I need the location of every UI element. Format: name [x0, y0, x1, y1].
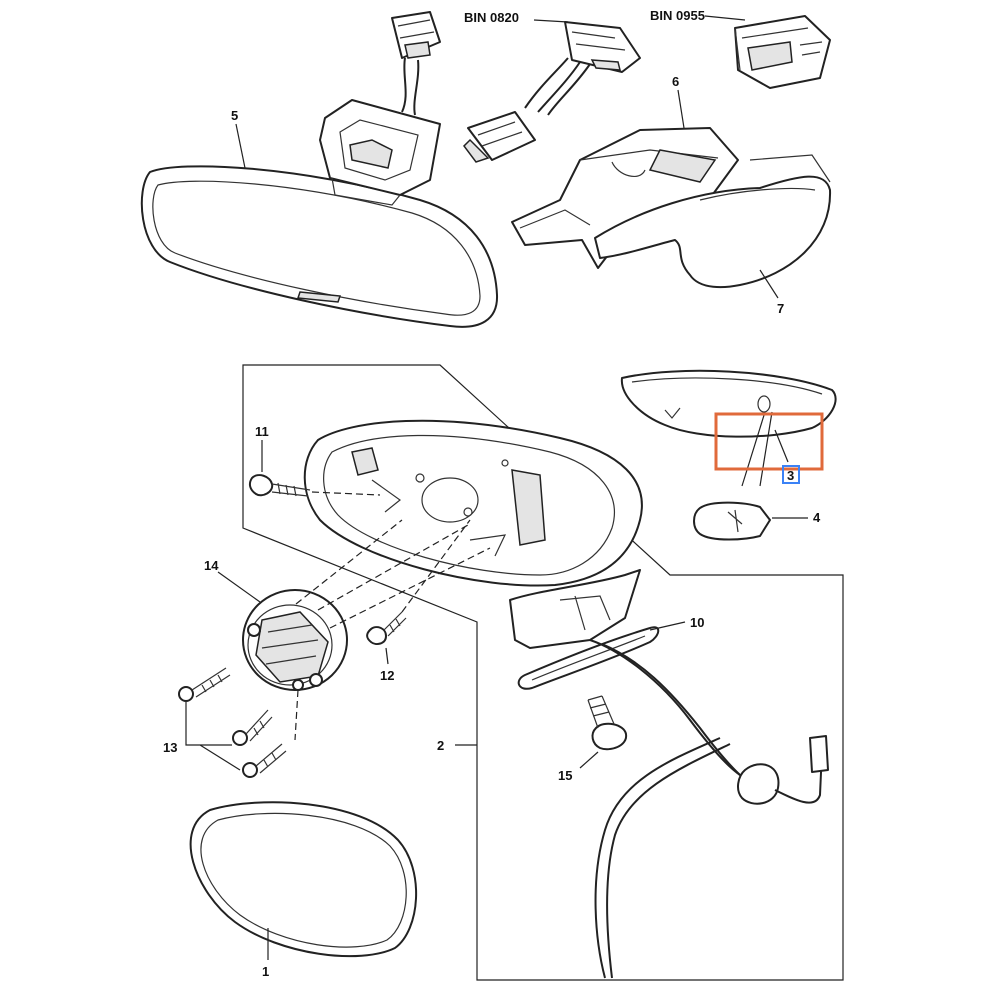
- label-part-4: 4: [813, 510, 821, 525]
- bin-0955-leader-line: [704, 15, 746, 21]
- label-part-2: 2: [437, 738, 444, 753]
- part-6-mount-cover[interactable]: [511, 127, 739, 269]
- label-part-3: 3: [787, 468, 794, 483]
- part-5-connector-cable[interactable]: [391, 11, 441, 116]
- part-3-leader-line-3: [774, 429, 789, 463]
- part-10-leader-line: [649, 621, 686, 631]
- part-5-leader-line: [235, 123, 246, 169]
- part-15-bolt[interactable]: [587, 695, 628, 751]
- label-part-5: 5: [231, 108, 238, 123]
- part-12-screw[interactable]: [366, 611, 407, 645]
- part-14-alignment-line-1: [295, 519, 403, 605]
- label-part-14: 14: [204, 558, 219, 573]
- label-part-11: 11: [255, 424, 269, 439]
- label-part-7: 7: [777, 301, 784, 316]
- part-7-leader-line: [759, 269, 779, 299]
- part-14-motor-actuator[interactable]: [242, 589, 348, 691]
- part-7-shroud[interactable]: [594, 154, 832, 289]
- part-13-leader-lines: [185, 702, 241, 771]
- part-13-screw-1[interactable]: [178, 667, 231, 702]
- label-part-15: 15: [558, 768, 572, 783]
- label-part-1: 1: [262, 964, 269, 979]
- highlight-box-part-3: [714, 412, 824, 471]
- part-14-alignment-line-4: [294, 689, 299, 741]
- mirror-arm-base[interactable]: [509, 569, 641, 649]
- part-12-alignment-line: [401, 519, 471, 613]
- label-bin-0955: BIN 0955: [650, 8, 705, 23]
- part-13-screw-2[interactable]: [232, 709, 273, 746]
- label-bin-0820: BIN 0820: [464, 10, 519, 25]
- part-13-screw-3[interactable]: [242, 743, 287, 778]
- label-part-13: 13: [163, 740, 177, 755]
- part-1-mirror-glass[interactable]: [189, 801, 417, 958]
- part-11-alignment-line: [311, 491, 381, 496]
- bin-0820-leader-line: [533, 19, 569, 23]
- part-15-leader-line: [579, 751, 599, 769]
- label-part-12: 12: [380, 668, 394, 683]
- part-11-screw[interactable]: [248, 474, 311, 497]
- door-mirror-housing[interactable]: [303, 419, 643, 587]
- part-5-interior-mirror[interactable]: [140, 165, 499, 328]
- part-10-gasket[interactable]: [517, 626, 660, 690]
- part-5-mount-bracket[interactable]: [319, 99, 441, 206]
- part-3-puddle-lamp-lens[interactable]: [620, 369, 837, 438]
- part-12-leader-line: [385, 647, 389, 665]
- part-14-alignment-line-2: [317, 524, 469, 611]
- selected-label-box-part-3: [782, 465, 800, 484]
- part-4-bulb[interactable]: [693, 501, 771, 541]
- label-part-6: 6: [672, 74, 679, 89]
- part-14-alignment-line-3: [329, 547, 491, 629]
- part-3-leader-line-2: [759, 411, 773, 487]
- harness-bin-0820[interactable]: [463, 21, 641, 163]
- mirror-harness-cable[interactable]: [589, 639, 829, 979]
- label-part-10: 10: [690, 615, 704, 630]
- part-14-leader-line: [217, 571, 261, 603]
- part-3-leader-line: [741, 411, 766, 487]
- part-6-leader-line: [677, 89, 685, 129]
- module-bin-0955[interactable]: [734, 15, 831, 89]
